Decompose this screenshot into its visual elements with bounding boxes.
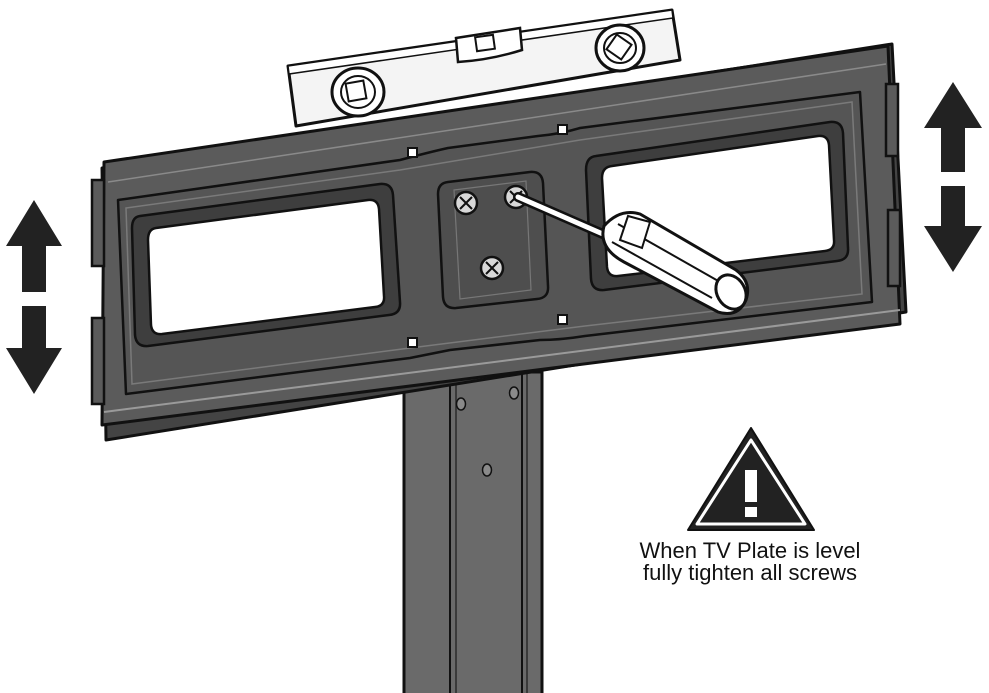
instruction-caption: When TV Plate is level fully tighten all… — [590, 540, 910, 584]
up-down-arrows-icon — [924, 82, 982, 272]
plate-slot — [407, 147, 418, 158]
instruction-line-2: fully tighten all screws — [643, 560, 857, 585]
tv-plate — [90, 42, 908, 442]
stand-pole — [402, 370, 544, 693]
screw-top-left — [453, 190, 479, 216]
spirit-level-icon — [286, 8, 682, 128]
level-vial — [594, 23, 646, 73]
level-vial — [330, 66, 386, 118]
plate-slot — [557, 124, 568, 135]
arrow-down-icon — [6, 306, 62, 394]
plate-slot — [407, 337, 418, 348]
pole-hole — [481, 463, 493, 477]
center-bracket — [436, 170, 550, 310]
pole-hole — [508, 386, 520, 400]
left-window-cutout — [130, 182, 402, 348]
screw-bottom — [479, 255, 505, 281]
up-down-arrows-icon — [6, 200, 62, 394]
instruction-line-1: When TV Plate is level — [639, 538, 861, 563]
arrow-up-icon — [924, 82, 982, 172]
warning-triangle-icon — [687, 427, 815, 531]
pole-hole — [455, 397, 467, 411]
screwdriver-icon — [513, 192, 750, 315]
arrow-down-icon — [924, 186, 982, 272]
arrow-up-icon — [6, 200, 62, 292]
plate-slot — [557, 314, 568, 325]
